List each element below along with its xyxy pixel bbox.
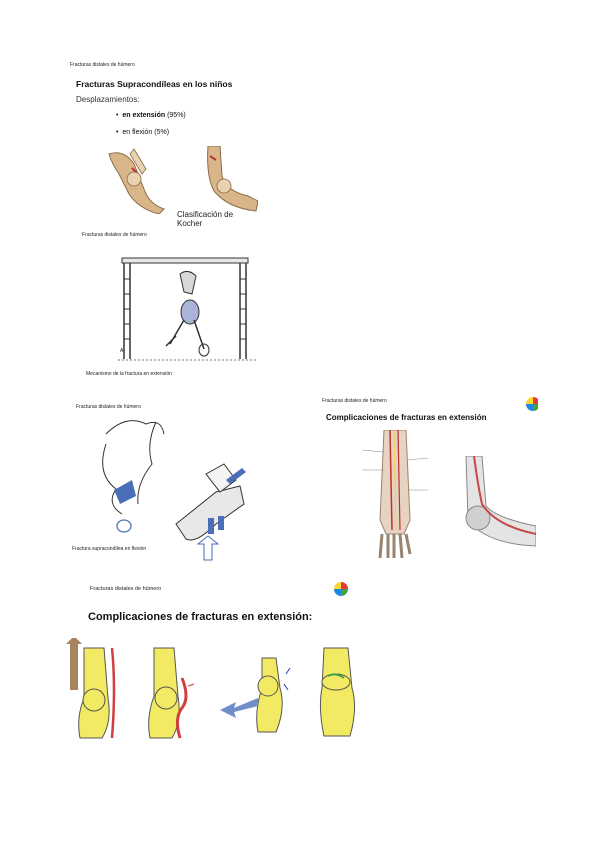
slide-complications-anatomy: Fracturas distales de húmero Complicacio…: [318, 394, 538, 562]
slide-caption: Fractura supracondílea en flexión: [72, 546, 147, 552]
elbow-flexion-illustration: [207, 146, 258, 212]
bullet-flexion: • en flexión (5%): [116, 129, 170, 136]
slide-title: Fracturas Supracondíleas en los niños: [76, 79, 233, 89]
slide-caption: Mecanismo de la fractura en extensión: [86, 371, 172, 377]
logo-icon: [334, 582, 348, 596]
figure-marker: A: [120, 348, 124, 354]
slide-caption: Clasificación de Kocher: [177, 210, 234, 228]
slide-title: Complicaciones de fracturas en extensión: [326, 413, 487, 422]
slide-header: Fracturas distales de húmero: [90, 586, 162, 592]
slide-complications-diagrams: Fracturas distales de húmero Complicacio…: [62, 580, 364, 750]
bullet-extension: • en extensión (95%): [116, 112, 186, 119]
slide-title: Complicaciones de fracturas en extensión…: [88, 611, 313, 623]
elbow-artery-illustration: [465, 456, 536, 547]
monkey-bars-fall-illustration: [118, 257, 258, 361]
slide-header: Fracturas distales de húmero: [70, 62, 135, 68]
flexion-fracture-illustration: [102, 420, 246, 561]
slide-subtitle: Desplazamientos:: [76, 95, 140, 104]
slide-header: Fracturas distales de húmero: [82, 232, 147, 238]
slide-flexion-fracture: Fracturas distales de húmero Fractura su…: [64, 398, 258, 564]
slide-extension-mechanism: Fracturas distales de húmero A Mecanismo…: [64, 228, 258, 388]
forearm-vessels-nerves-illustration: [361, 430, 429, 559]
logo-icon: [526, 397, 538, 411]
slide-header: Fracturas distales de húmero: [322, 398, 387, 404]
extension-complications-illustration: [66, 638, 356, 739]
elbow-extension-illustration: [108, 148, 165, 214]
slide-header: Fracturas distales de húmero: [76, 404, 141, 410]
slide-supracondylar-children: Fracturas distales de húmero Fracturas S…: [64, 58, 258, 228]
